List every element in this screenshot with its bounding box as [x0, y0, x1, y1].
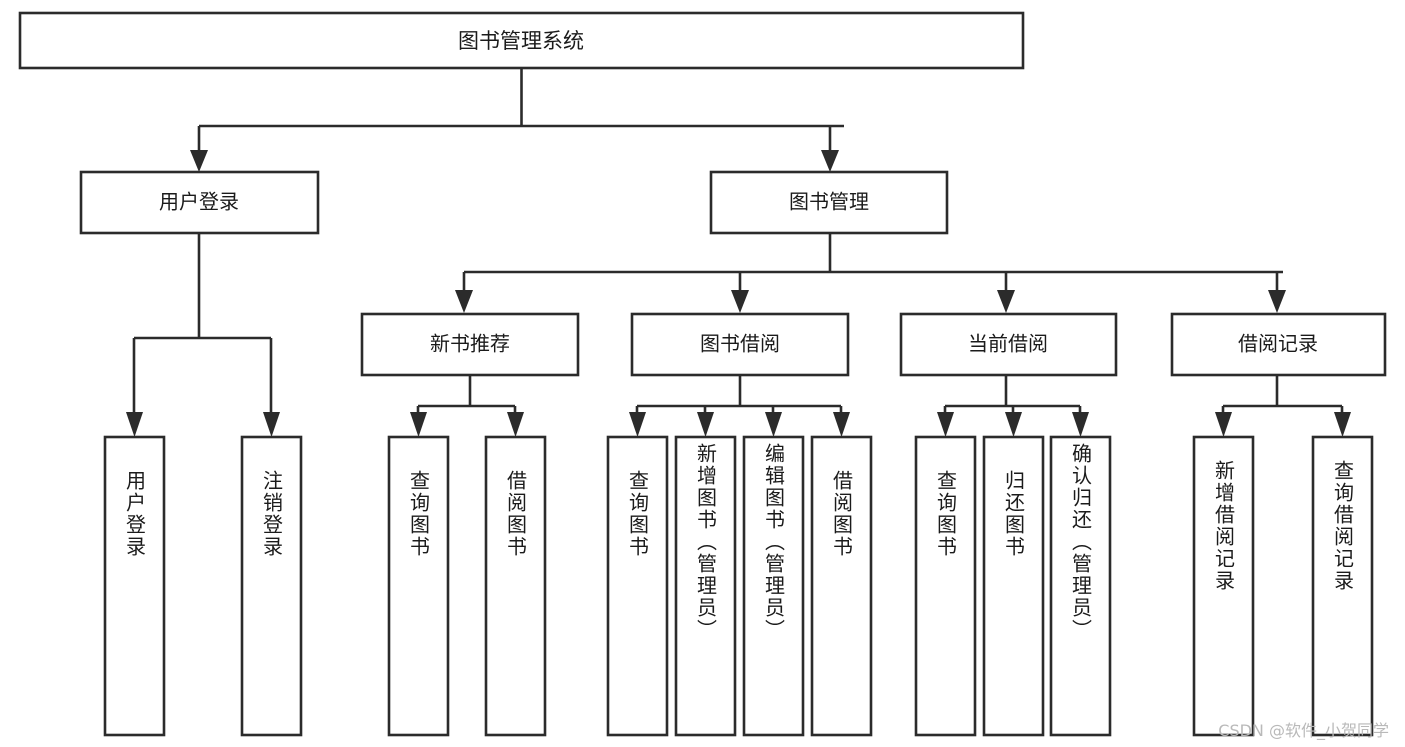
node-box-current-borrow[interactable] [899, 312, 1118, 377]
node-box-leaf-nb-query-book[interactable] [387, 435, 450, 737]
arrowhead-nb-query [410, 412, 427, 437]
arrowhead-current [997, 290, 1015, 313]
arrowhead-bw-query [629, 412, 646, 437]
node-label-borrow-record: 借阅记录 [1238, 332, 1318, 356]
node-box-leaf-nb-borrow-book[interactable] [484, 435, 547, 737]
node-box-leaf-bw-add-book[interactable] [674, 435, 737, 737]
node-box-leaf-rc-add-record[interactable] [1192, 435, 1255, 737]
arrowhead-bw-borrow [833, 412, 850, 437]
arrowhead-rc-query [1334, 412, 1351, 437]
node-label-current-borrow: 当前借阅 [968, 332, 1048, 356]
connector-layer [126, 68, 1351, 437]
arrowhead-cu-query [937, 412, 954, 437]
arrowhead-cu-confirm [1072, 412, 1089, 437]
arrowhead-login [190, 150, 208, 172]
arrowhead-newbook [455, 290, 473, 313]
node-box-borrow-record[interactable] [1170, 312, 1387, 377]
arrowhead-nb-borrow [507, 412, 524, 437]
arrowhead-cu-return [1005, 412, 1022, 437]
arrowhead-leaf-logout [263, 412, 280, 437]
node-box-leaf-cu-query-book[interactable] [914, 435, 977, 737]
node-label-root: 图书管理系统 [458, 29, 584, 53]
node-box-book-management[interactable] [709, 170, 949, 235]
node-box-leaf-bw-borrow-book[interactable] [810, 435, 873, 737]
arrowhead-bookmgmt [821, 150, 839, 172]
node-box-leaf-cu-return-book[interactable] [982, 435, 1045, 737]
csdn-watermark: CSDN @软件_小贺同学 [1218, 721, 1389, 740]
node-label-new-book-recommend: 新书推荐 [430, 332, 510, 356]
node-box-user-login[interactable] [79, 170, 320, 235]
node-box-leaf-user-login[interactable] [103, 435, 166, 737]
arrowhead-bw-edit [765, 412, 782, 437]
arrowhead-bw-add [697, 412, 714, 437]
node-label-user-login: 用户登录 [159, 190, 239, 214]
node-box-new-book-recommend[interactable] [360, 312, 580, 377]
node-box-leaf-rc-query-record[interactable] [1311, 435, 1374, 737]
arrowhead-rc-add [1215, 412, 1232, 437]
node-label-book-management: 图书管理 [789, 190, 869, 214]
node-box-leaf-bw-query-book[interactable] [606, 435, 669, 737]
node-box-leaf-logout[interactable] [240, 435, 303, 737]
arrowhead-borrow [731, 290, 749, 313]
node-layer: 图书管理系统 用户登录 图书管理 新书推荐 图书借阅 当前借阅 借阅记录 [18, 11, 1387, 737]
arrowhead-leaf-user-login [126, 412, 143, 437]
node-box-leaf-bw-edit-book[interactable] [742, 435, 805, 737]
node-box-root[interactable] [18, 11, 1025, 70]
node-box-leaf-cu-confirm-return[interactable] [1049, 435, 1112, 737]
arrowhead-record [1268, 290, 1286, 313]
node-label-book-borrow: 图书借阅 [700, 332, 780, 356]
node-box-book-borrow[interactable] [630, 312, 850, 377]
